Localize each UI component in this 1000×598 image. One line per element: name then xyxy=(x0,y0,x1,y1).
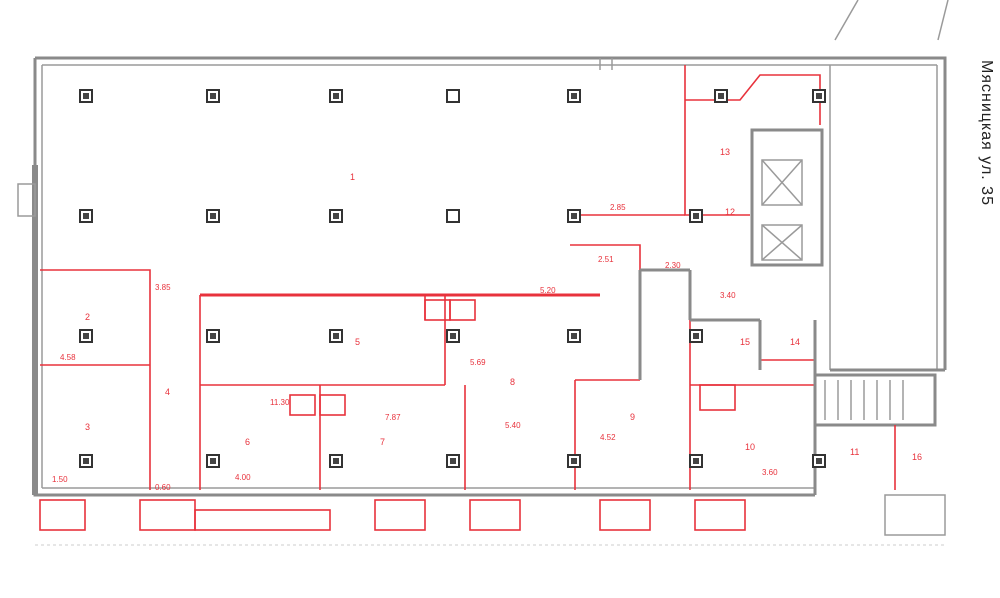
dimension-label: 0.60 xyxy=(155,483,171,492)
dimension-label: 2.51 xyxy=(598,255,614,264)
dimension-label: 1.50 xyxy=(52,475,68,484)
dimension-labels: 11.30 3.85 5.69 4.00 5.40 7.87 4.52 3.60… xyxy=(52,203,778,492)
column xyxy=(714,89,728,103)
room-label: 8 xyxy=(510,377,515,387)
inner-walls xyxy=(638,268,817,495)
room-label: 15 xyxy=(740,337,750,347)
room-label: 6 xyxy=(245,437,250,447)
room-label: 3 xyxy=(85,422,90,432)
column xyxy=(206,454,220,468)
column xyxy=(329,89,343,103)
column xyxy=(206,209,220,223)
dimension-label: 5.40 xyxy=(505,421,521,430)
column xyxy=(446,89,460,103)
site-boundary-line xyxy=(937,0,949,41)
room-label: 1 xyxy=(350,172,355,182)
column xyxy=(689,454,703,468)
room-label: 2 xyxy=(85,312,90,322)
room-label: 16 xyxy=(912,452,922,462)
room-label: 4 xyxy=(165,387,170,397)
column xyxy=(446,209,460,223)
column xyxy=(79,89,93,103)
dimension-label: 2.30 xyxy=(665,261,681,270)
column xyxy=(567,329,581,343)
room-label: 11 xyxy=(850,447,859,457)
column xyxy=(812,454,826,468)
column xyxy=(446,329,460,343)
stair-core xyxy=(750,128,937,427)
room-label: 14 xyxy=(790,337,800,347)
column xyxy=(567,454,581,468)
room-label: 13 xyxy=(720,147,730,157)
room-label: 5 xyxy=(355,337,360,347)
outer-walls xyxy=(17,56,947,497)
partitions xyxy=(40,65,896,490)
column xyxy=(812,89,826,103)
dimension-label: 5.20 xyxy=(540,286,556,295)
dimension-label: 2.85 xyxy=(610,203,626,212)
column xyxy=(329,454,343,468)
column xyxy=(567,209,581,223)
column xyxy=(79,209,93,223)
dimension-label: 4.00 xyxy=(235,473,251,482)
dimension-label: 5.69 xyxy=(470,358,486,367)
column xyxy=(206,329,220,343)
room-label: 12 xyxy=(725,207,735,217)
dimension-label: 4.52 xyxy=(600,433,616,442)
entrance-porches xyxy=(35,494,946,546)
dimension-label: 3.40 xyxy=(720,291,736,300)
column xyxy=(446,454,460,468)
dimension-label: 3.85 xyxy=(155,283,171,292)
column xyxy=(329,329,343,343)
column xyxy=(567,89,581,103)
room-label: 9 xyxy=(630,412,635,422)
room-labels: 1 2 3 4 5 6 7 8 9 10 11 12 13 14 15 16 xyxy=(85,147,922,462)
dimension-label: 7.87 xyxy=(385,413,401,422)
site-boundary-line xyxy=(834,0,859,41)
room-label: 10 xyxy=(745,442,755,452)
dimension-label: 4.58 xyxy=(60,353,76,362)
room-label: 7 xyxy=(380,437,385,447)
column xyxy=(79,454,93,468)
column xyxy=(206,89,220,103)
dimension-label: 11.30 xyxy=(270,398,290,407)
column xyxy=(689,209,703,223)
column xyxy=(329,209,343,223)
dimension-label: 3.60 xyxy=(762,468,778,477)
column xyxy=(79,329,93,343)
street-label: Мясницкая ул. 35 xyxy=(978,60,995,206)
columns xyxy=(79,89,826,468)
column xyxy=(689,329,703,343)
